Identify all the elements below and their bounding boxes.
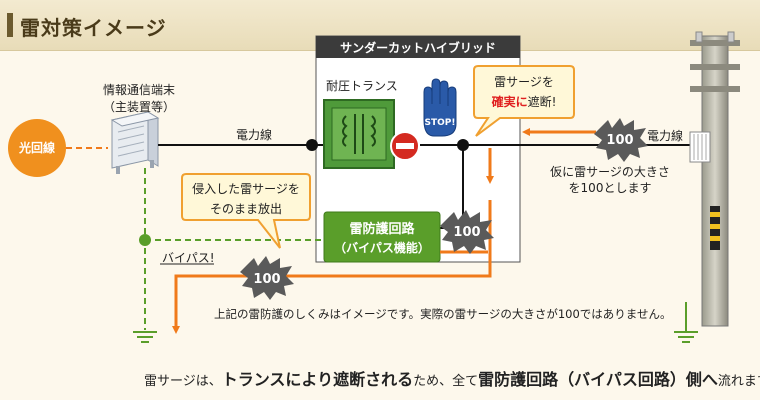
power-line-right-label: 電力線	[647, 129, 684, 143]
stop-hand-icon: STOP!	[423, 78, 457, 137]
terminal-device-icon	[110, 111, 160, 174]
protection-circuit-subtitle: （バイパス機能）	[334, 240, 430, 255]
surge-burst-middle: 100	[440, 210, 494, 254]
terminal-label: 情報通信端末 （主装置等）	[102, 83, 175, 114]
stop-text: STOP!	[425, 118, 456, 128]
assume-note: 仮に雷サージの大きさ を100とします	[550, 165, 670, 195]
power-line-left-label: 電力線	[236, 128, 273, 142]
protection-circuit-box	[323, 211, 441, 263]
hybrid-box-header	[316, 36, 520, 58]
title-accent-bar	[7, 13, 13, 37]
optical-line-circle	[8, 119, 66, 177]
transformer-label: 耐圧トランス	[326, 79, 398, 93]
ground-symbol-right	[674, 302, 698, 343]
callout-blocked-text: 雷サージを 確実に遮断!	[491, 75, 557, 109]
svg-text:100: 100	[606, 133, 633, 148]
disclaimer: 上記の雷防護のしくみはイメージです。実際の雷サージの大きさが100ではありません…	[214, 307, 672, 321]
optical-line-label: 光回線	[18, 140, 55, 155]
surge-burst-right: 100	[594, 118, 648, 162]
page-title: 雷対策イメージ	[20, 16, 167, 40]
ground-symbol-left	[133, 331, 157, 343]
surge-burst-left: 100	[240, 256, 294, 300]
bypass-label: バイパス!	[162, 251, 215, 265]
svg-text:100: 100	[453, 225, 480, 240]
callout-blocked	[473, 65, 575, 137]
callout-released-text: 侵入した雷サージを そのまま放出	[192, 182, 300, 216]
utility-pole-icon	[689, 31, 740, 327]
transformer-coil-icon	[342, 114, 376, 154]
callout-released	[181, 173, 311, 249]
svg-text:100: 100	[253, 272, 280, 287]
hybrid-box-title: サンダーカットハイブリッド	[340, 40, 496, 55]
protection-circuit-title: 雷防護回路	[349, 221, 415, 237]
bottom-note: 雷サージは、トランスにより遮断されるため、全て雷防護回路（バイパス回路）側へ流れ…	[144, 370, 760, 389]
